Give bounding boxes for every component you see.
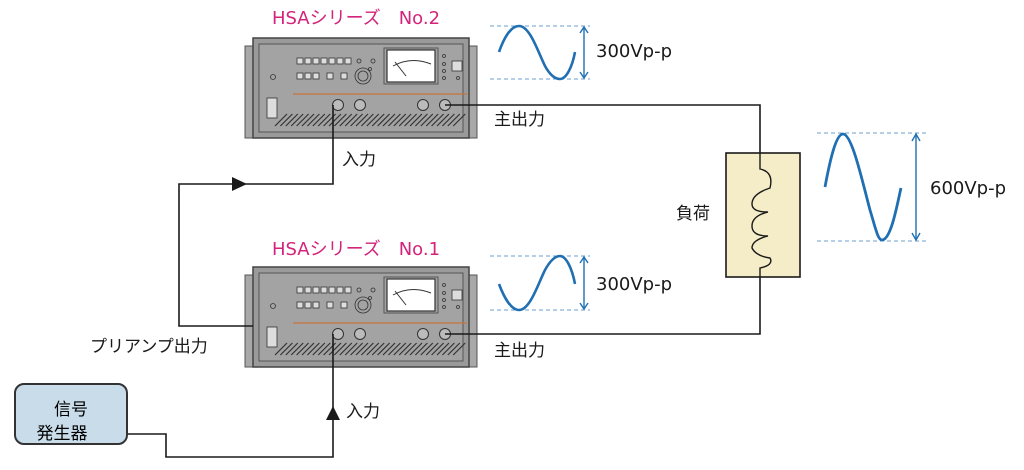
vent-slot bbox=[387, 113, 401, 127]
vent-slot bbox=[366, 113, 380, 127]
vent-slot bbox=[333, 113, 347, 127]
vent-slot bbox=[436, 113, 450, 127]
vent-slot bbox=[398, 113, 412, 127]
vent-slot bbox=[409, 113, 423, 127]
vent-slot bbox=[452, 113, 466, 127]
wire-preamp-to-no2-input bbox=[178, 105, 334, 327]
vent-slot bbox=[360, 342, 374, 356]
vent-slot bbox=[387, 342, 401, 356]
vent-slot bbox=[441, 113, 455, 127]
vent-slot bbox=[431, 342, 445, 356]
vent-slot bbox=[377, 342, 391, 356]
vent-slot bbox=[360, 113, 374, 127]
vent-slot bbox=[414, 342, 428, 356]
vent-slot bbox=[350, 342, 364, 356]
vent-slot bbox=[377, 113, 391, 127]
arrow-up-icon bbox=[326, 406, 340, 420]
vent-slot bbox=[393, 113, 407, 127]
vent-slot bbox=[344, 113, 358, 127]
vent-slot bbox=[447, 342, 461, 356]
amplifier-no1-output-label: 主出力 bbox=[494, 341, 545, 361]
vent-slot bbox=[328, 113, 342, 127]
vent-slot bbox=[371, 342, 385, 356]
waveform-no2 bbox=[490, 24, 590, 81]
vent-slot bbox=[279, 342, 293, 356]
vent-slot bbox=[414, 113, 428, 127]
preamp-output-label: プリアンプ出力 bbox=[90, 337, 208, 357]
load-label: 負荷 bbox=[676, 204, 710, 224]
amplifier-no2-title: HSAシリーズ No.2 bbox=[272, 8, 441, 29]
vent-slot bbox=[290, 113, 304, 127]
amplifier-no2-output-label: 主出力 bbox=[494, 110, 545, 130]
vent-slot bbox=[312, 113, 326, 127]
load-amplitude: 600Vp-p bbox=[930, 178, 1007, 199]
vent-slot bbox=[350, 113, 364, 127]
vent-slot bbox=[279, 113, 293, 127]
vent-slot bbox=[404, 113, 418, 127]
vent-slot bbox=[382, 113, 396, 127]
vent-slot bbox=[425, 342, 439, 356]
signal-generator-line2: 発生器 bbox=[36, 424, 88, 444]
vent-slot bbox=[333, 342, 347, 356]
vent-slot bbox=[285, 342, 299, 356]
vent-slot bbox=[344, 342, 358, 356]
amplifier-no1-amplitude: 300Vp-p bbox=[596, 274, 673, 295]
vent-slot bbox=[420, 342, 434, 356]
vent-slot bbox=[290, 342, 304, 356]
vent-slot bbox=[274, 113, 288, 127]
vent-slot bbox=[441, 342, 455, 356]
signal-generator-line1: 信号 bbox=[54, 400, 88, 420]
wire-load-to-no1-output bbox=[445, 277, 761, 335]
vent-slot bbox=[285, 113, 299, 127]
vent-slot bbox=[301, 113, 315, 127]
amplifier-no2-amplitude: 300Vp-p bbox=[596, 41, 673, 62]
double-arrow-icon bbox=[579, 255, 589, 311]
vent-slot bbox=[398, 342, 412, 356]
vent-slot bbox=[452, 342, 466, 356]
double-arrow-icon bbox=[579, 25, 589, 80]
amplifier-no1-input-label: 入力 bbox=[346, 402, 380, 422]
vent-slot bbox=[301, 342, 315, 356]
coil-icon bbox=[751, 153, 772, 277]
vent-slot bbox=[317, 113, 331, 127]
vent-slot bbox=[371, 113, 385, 127]
vent-slot bbox=[312, 342, 326, 356]
load-box bbox=[725, 152, 801, 278]
vent-slot bbox=[409, 342, 423, 356]
vent-slot bbox=[447, 113, 461, 127]
vent-slot bbox=[382, 342, 396, 356]
vent-slot bbox=[339, 113, 353, 127]
vent-slot bbox=[306, 113, 320, 127]
vent-slot bbox=[425, 113, 439, 127]
amplifier-no1 bbox=[244, 266, 478, 368]
vent-slot bbox=[436, 342, 450, 356]
vent-slot bbox=[296, 113, 310, 127]
amplifier-no2 bbox=[244, 37, 478, 139]
vent-slot bbox=[317, 342, 331, 356]
waveform-load bbox=[817, 132, 928, 242]
vent-slot bbox=[328, 342, 342, 356]
double-arrow-icon bbox=[911, 132, 921, 242]
vent-slot bbox=[274, 342, 288, 356]
vent-slot bbox=[339, 342, 353, 356]
vent-slot bbox=[306, 342, 320, 356]
amplifier-no1-title: HSAシリーズ No.1 bbox=[272, 239, 441, 260]
vent-slot bbox=[404, 342, 418, 356]
wire-no2-output-to-load bbox=[445, 104, 761, 153]
vent-slot bbox=[393, 342, 407, 356]
vent-slot bbox=[420, 113, 434, 127]
arrow-right-icon bbox=[232, 177, 247, 191]
amplifier-no2-input-label: 入力 bbox=[342, 150, 376, 170]
vent-slot bbox=[355, 342, 369, 356]
vent-slot bbox=[431, 113, 445, 127]
vent-slot bbox=[296, 342, 310, 356]
vent-slot bbox=[355, 113, 369, 127]
vent-slot bbox=[366, 342, 380, 356]
signal-generator: 信号 発生器 bbox=[14, 383, 128, 445]
waveform-no1 bbox=[490, 254, 590, 312]
